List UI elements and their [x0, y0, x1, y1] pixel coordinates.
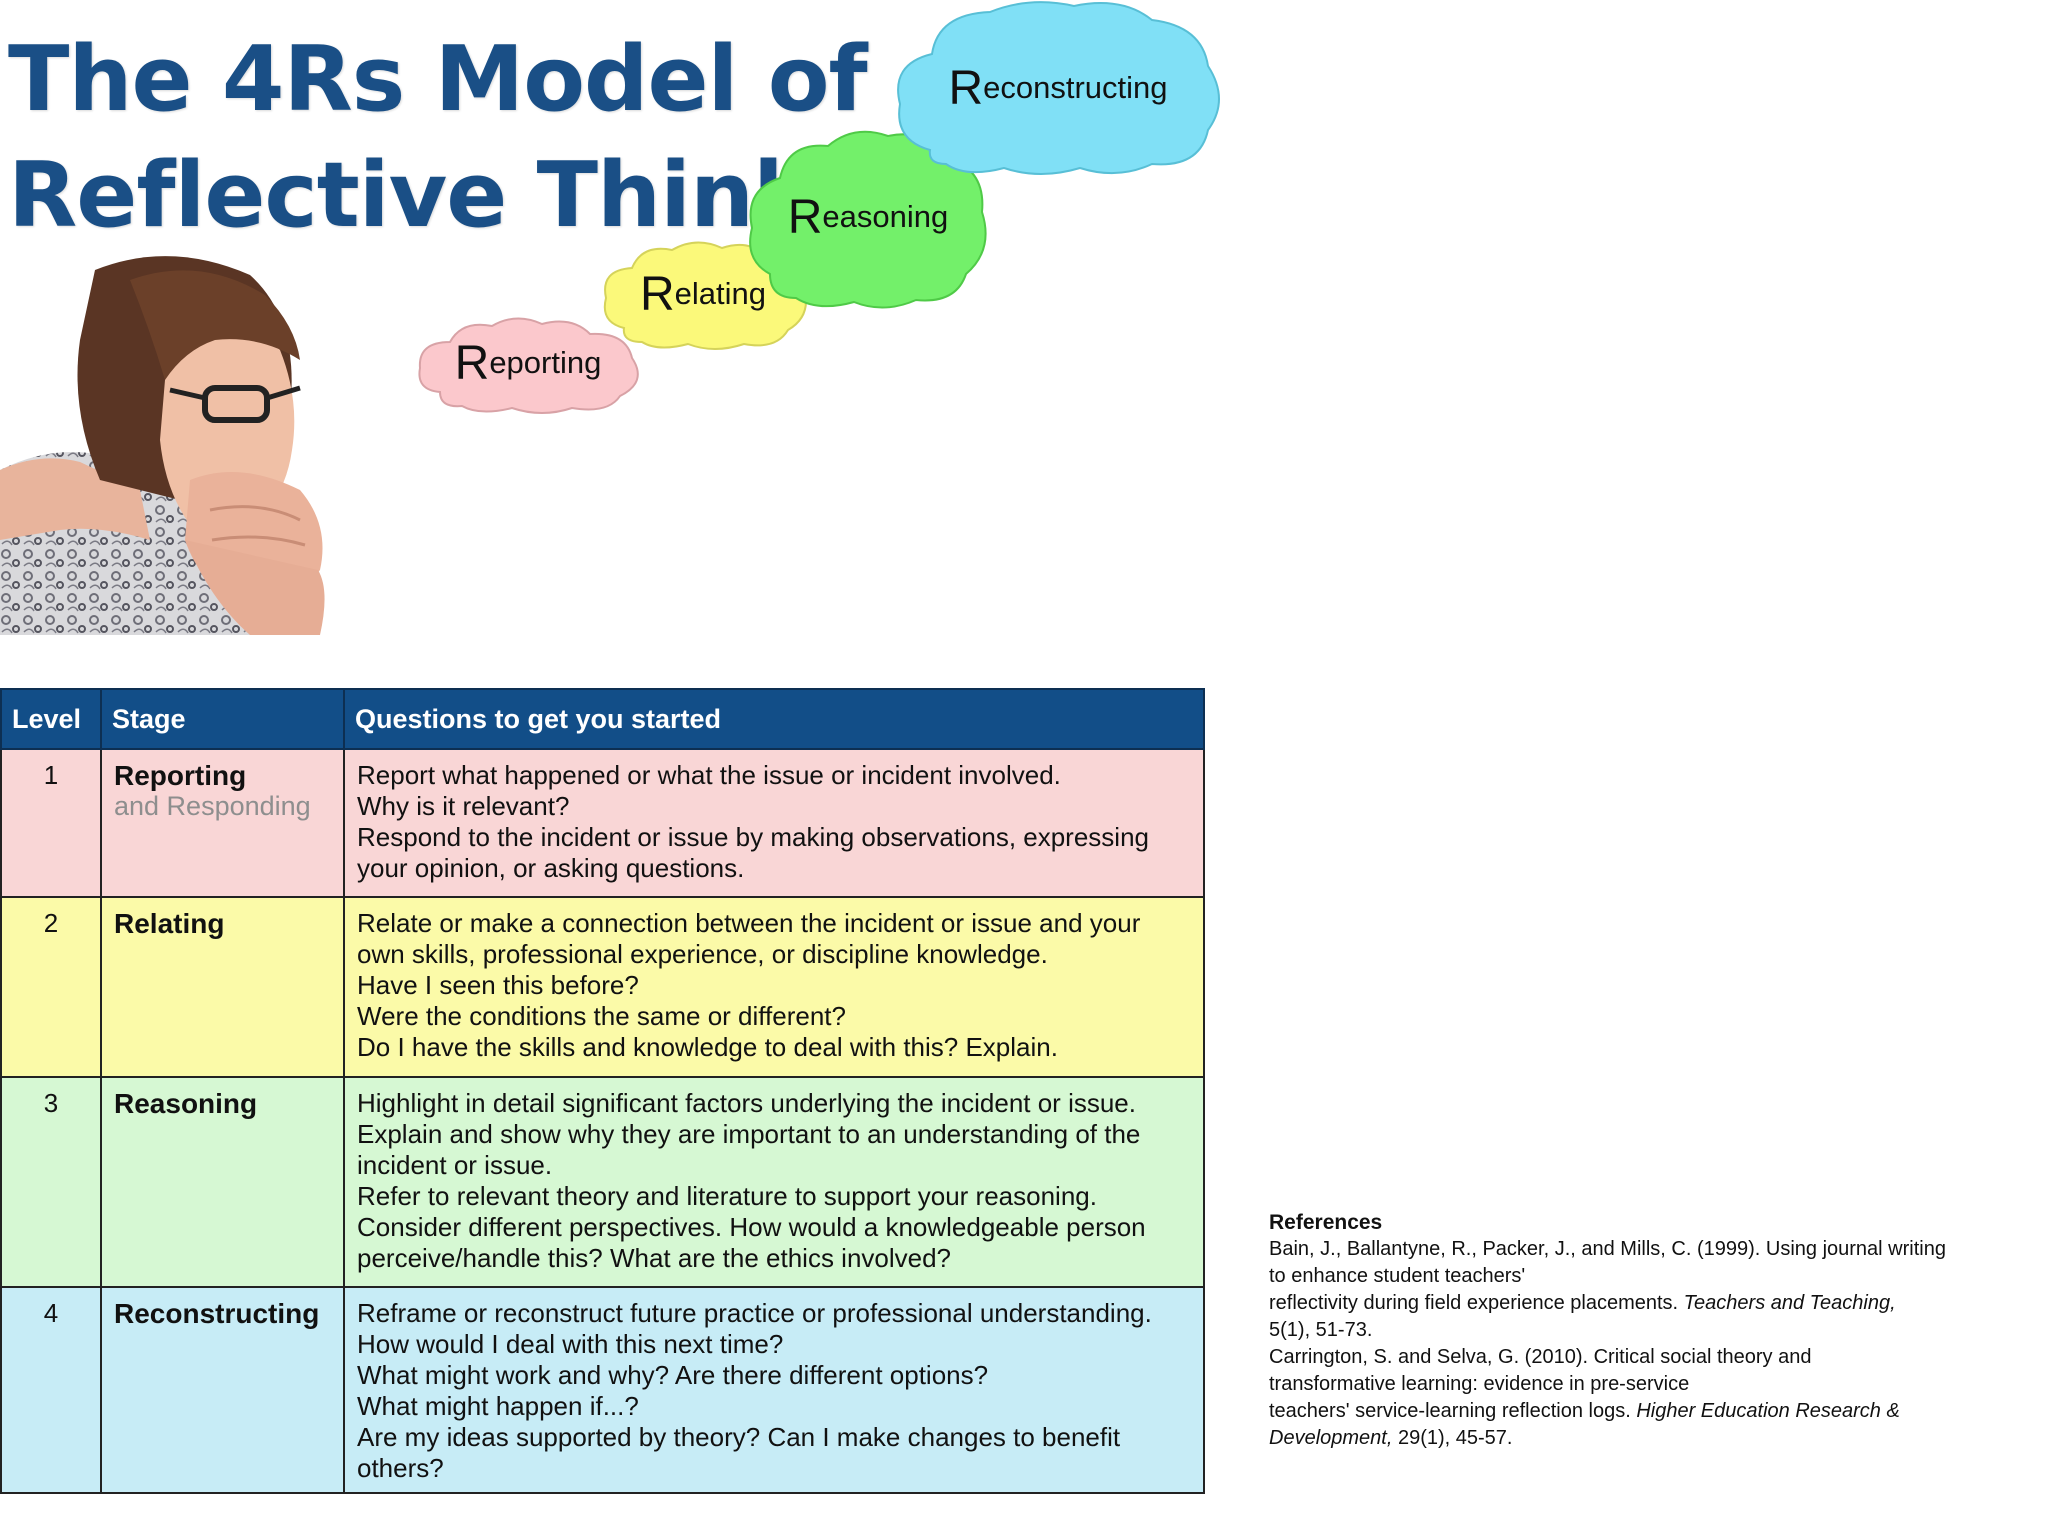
reference-journal: Higher Education Research &: [1636, 1400, 1900, 1422]
table: Level Stage Questions to get you started…: [0, 688, 1205, 1494]
reflection-table: Level Stage Questions to get you started…: [0, 688, 1205, 1494]
reference-line: reflectivity during field experience pla…: [1269, 1290, 1989, 1317]
question-line: Reframe or reconstruct future practice o…: [357, 1298, 1152, 1328]
cloud-reconstructing-cap: R: [948, 61, 984, 115]
row-level: 4: [0, 1286, 102, 1494]
row-stage: Reconstructing: [100, 1286, 345, 1494]
reference-text: reflectivity during field experience pla…: [1269, 1292, 1684, 1314]
table-header-row: Level Stage Questions to get you started: [0, 688, 1205, 750]
question-line: Do I have the skills and knowledge to de…: [357, 1032, 1058, 1062]
question-line: Were the conditions the same or differen…: [357, 1001, 846, 1031]
reference-journal: Teachers and Teaching,: [1683, 1292, 1896, 1314]
cloud-relating-cap: R: [639, 267, 675, 321]
row-questions: Report what happened or what the issue o…: [343, 748, 1205, 898]
question-line: Are my ideas supported by theory? Can I …: [357, 1422, 1121, 1452]
row-stage: Reporting and Responding: [100, 748, 345, 898]
cloud-relating-label: elating: [674, 276, 767, 311]
cloud-reporting-label: eporting: [489, 345, 602, 380]
question-line: others?: [357, 1453, 444, 1483]
question-line: How would I deal with this next time?: [357, 1329, 784, 1359]
stage-name: Reasoning: [114, 1088, 258, 1119]
header-questions: Questions to get you started: [343, 688, 1205, 750]
stage-name: Relating: [114, 908, 225, 939]
row-questions: Reframe or reconstruct future practice o…: [343, 1286, 1205, 1494]
table-row: 3 Reasoning Highlight in detail signific…: [0, 1076, 1205, 1288]
row-level: 1: [0, 748, 102, 898]
reference-text: teachers' service-learning reflection lo…: [1269, 1400, 1637, 1422]
question-line: Respond to the incident or issue by maki…: [357, 822, 1149, 852]
question-line: Explain and show why they are important …: [357, 1119, 1141, 1149]
cloud-reasoning-label: easoning: [822, 199, 949, 234]
table-row: 1 Reporting and Responding Report what h…: [0, 748, 1205, 898]
question-line: Consider different perspectives. How wou…: [357, 1212, 1146, 1242]
question-line: Relate or make a connection between the …: [357, 908, 1141, 938]
stage-name: Reconstructing: [114, 1298, 320, 1329]
question-line: Refer to relevant theory and literature …: [357, 1181, 1097, 1211]
cloud-reconstructing-shape: [897, 1, 1220, 175]
references: References Bain, J., Ballantyne, R., Pac…: [1269, 1209, 1989, 1452]
stage-name: Reporting: [114, 760, 247, 791]
row-level: 3: [0, 1076, 102, 1288]
question-line: Report what happened or what the issue o…: [357, 760, 1061, 790]
question-line: Why is it relevant?: [357, 791, 570, 821]
reference-line: teachers' service-learning reflection lo…: [1269, 1398, 1989, 1425]
header-level: Level: [0, 688, 102, 750]
table-row: 2 Relating Relate or make a connection b…: [0, 896, 1205, 1078]
row-stage: Reasoning: [100, 1076, 345, 1288]
cloud-reasoning-cap: R: [787, 190, 823, 244]
reference-text: 29(1), 45-57.: [1392, 1427, 1513, 1449]
reference-line: to enhance student teachers': [1269, 1265, 1526, 1287]
reference-line: transformative learning: evidence in pre…: [1269, 1373, 1690, 1395]
reference-line: Development, 29(1), 45-57.: [1269, 1425, 1989, 1452]
question-line: Highlight in detail significant factors …: [357, 1088, 1136, 1118]
question-line: incident or issue.: [357, 1150, 553, 1180]
row-stage: Relating: [100, 896, 345, 1078]
reference-line: Bain, J., Ballantyne, R., Packer, J., an…: [1269, 1238, 1946, 1260]
stage-subtitle: and Responding: [114, 791, 311, 821]
header-stage: Stage: [100, 688, 345, 750]
title-line-1: The 4Rs Model of: [8, 27, 868, 132]
table-row: 4 Reconstructing Reframe or reconstruct …: [0, 1286, 1205, 1494]
cloud-reporting-cap: R: [454, 336, 490, 390]
row-questions: Relate or make a connection between the …: [343, 896, 1205, 1078]
cloud-reasoning-shape: [749, 130, 987, 309]
row-questions: Highlight in detail significant factors …: [343, 1076, 1205, 1288]
question-line: Have I seen this before?: [357, 970, 639, 1000]
reference-line: Carrington, S. and Selva, G. (2010). Cri…: [1269, 1346, 1812, 1368]
cloud-reporting-shape: [418, 317, 639, 414]
question-line: your opinion, or asking questions.: [357, 853, 745, 883]
question-line: perceive/handle this? What are the ethic…: [357, 1243, 952, 1273]
references-heading: References: [1269, 1211, 1383, 1234]
reference-line: 5(1), 51-73.: [1269, 1319, 1373, 1341]
row-level: 2: [0, 896, 102, 1078]
reference-journal: Development,: [1269, 1427, 1393, 1449]
question-line: What might work and why? Are there diffe…: [357, 1360, 989, 1390]
question-line: What might happen if...?: [357, 1391, 639, 1421]
thinking-person-image: [0, 256, 325, 635]
question-line: own skills, professional experience, or …: [357, 939, 1048, 969]
cloud-reconstructing-label: econstructing: [983, 70, 1168, 105]
